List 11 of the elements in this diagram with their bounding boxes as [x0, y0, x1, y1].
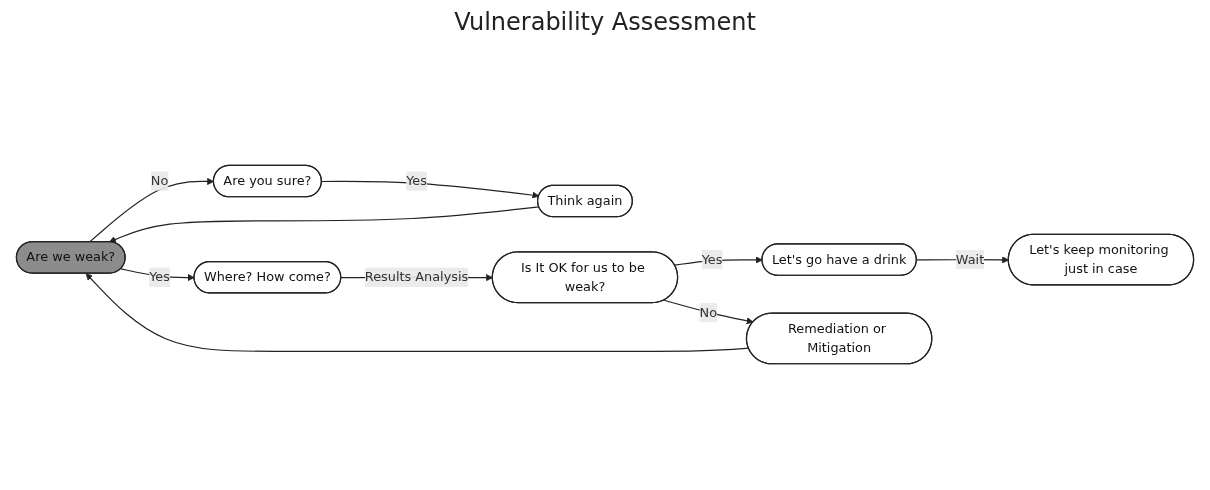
edge-label: Results Analysis: [364, 269, 469, 285]
edge-label: No: [699, 305, 717, 321]
arrow: [321, 181, 540, 200]
arrow: [663, 300, 754, 325]
edge-label: Wait: [955, 251, 985, 268]
edge-label: Yes: [406, 173, 427, 189]
diagram-title: Vulnerability Assessment: [454, 8, 756, 36]
edge-label: Yes: [701, 251, 723, 268]
arrow: [674, 256, 763, 267]
edge-label: No: [150, 173, 169, 189]
edge-label: Yes: [149, 269, 170, 285]
